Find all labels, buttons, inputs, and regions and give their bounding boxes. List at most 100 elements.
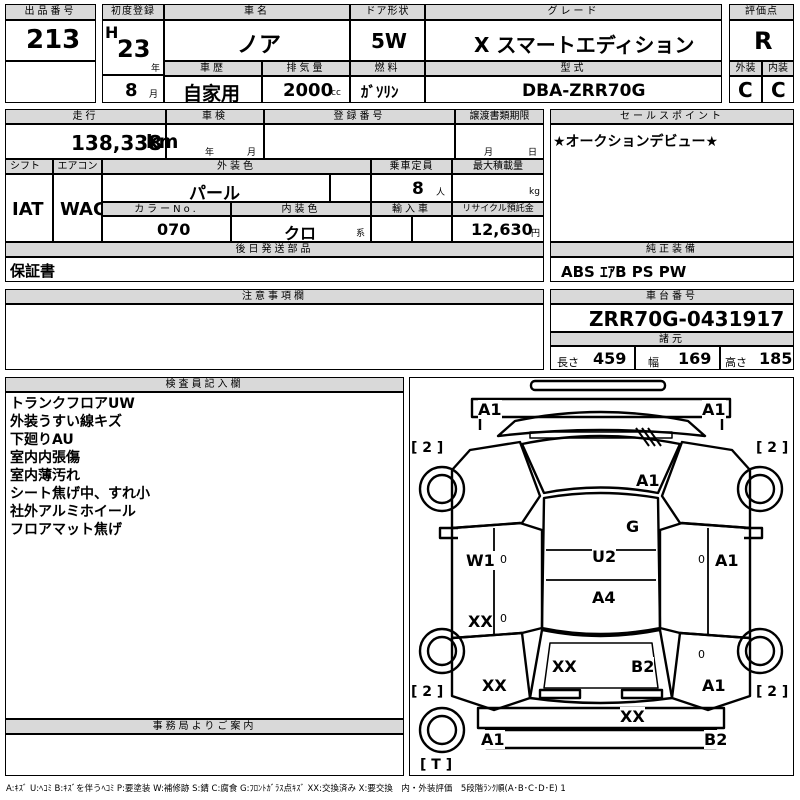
import-box-b xyxy=(412,216,452,242)
first-reg-label: 初度登録 xyxy=(102,4,164,20)
height-label: 高さ xyxy=(725,356,747,369)
damage-mark: A1 xyxy=(636,471,660,490)
sales-point-label: セールスポイント xyxy=(550,109,794,124)
score-box: R xyxy=(729,20,794,61)
office-box xyxy=(5,734,404,776)
model-label: 型式 xyxy=(425,61,722,76)
shift-box: IAT xyxy=(5,174,53,242)
capacity-box: 8 人 xyxy=(371,174,452,202)
max-load-label: 最大積載量 xyxy=(452,159,544,174)
damage-mark: W1 xyxy=(466,551,495,570)
kg-unit: kg xyxy=(529,187,540,197)
damage-mark: A1 xyxy=(702,676,726,695)
genuine-equip-box: ABS ｴｱB PS PW xyxy=(550,257,794,282)
transfer-deadline-label: 譲渡書類期限 xyxy=(455,109,544,124)
later-parts-value: 保証書 xyxy=(10,262,56,280)
inspection-box: 年 月 xyxy=(166,124,264,159)
chassis-no-label: 車台番号 xyxy=(550,289,794,304)
ext-color-label: 外装色 xyxy=(102,159,371,174)
capacity-label: 乗車定員 xyxy=(371,159,452,174)
displacement-label: 排気量 xyxy=(262,61,350,76)
tire-label: [ T ] xyxy=(420,757,453,773)
damage-mark: A1 xyxy=(481,730,505,749)
sales-point-value: ★オークションデビュー★ xyxy=(553,134,719,150)
capacity-value: 8 xyxy=(412,179,424,199)
damage-mark: XX xyxy=(552,657,577,676)
mileage-label: 走行 xyxy=(5,109,166,124)
damage-mark: B2 xyxy=(631,657,655,676)
inspection-month-unit: 月 xyxy=(247,148,257,158)
exterior-value: C xyxy=(738,78,753,102)
inspector-note: 室内内張傷 xyxy=(10,450,80,466)
interior-label: 内装 xyxy=(762,61,794,76)
small-mark: 0 xyxy=(500,612,507,625)
cc-unit: cc xyxy=(331,88,341,98)
recycle-box: 12,630 円 xyxy=(452,216,544,242)
first-reg-month-box: 8 月 xyxy=(102,75,164,103)
door-label: ドア形状 xyxy=(350,4,425,20)
lot-no-value: 213 xyxy=(26,25,81,55)
inspector-label: 検査員記入欄 xyxy=(5,377,404,392)
genuine-equip-label: 純正装備 xyxy=(550,242,794,257)
score-value: R xyxy=(754,27,773,55)
grade-box: X スマートエディション xyxy=(425,20,722,61)
ext-color-extra xyxy=(330,174,371,202)
int-color-label: 内装色 xyxy=(231,202,371,216)
car-name-box: ノア xyxy=(164,20,350,61)
exterior-label: 外装 xyxy=(729,61,762,76)
mileage-value: 138,338 xyxy=(71,131,163,155)
color-no-box: 070 xyxy=(102,216,231,242)
reg-no-label: 登録番号 xyxy=(264,109,455,124)
exterior-box: C xyxy=(729,76,762,103)
import-label: 輸入車 xyxy=(371,202,452,216)
first-reg-month-value: 8 xyxy=(125,80,138,101)
damage-mark: A4 xyxy=(592,588,616,607)
year-unit: 年 xyxy=(151,64,161,74)
inspector-note: 下廻りAU xyxy=(10,432,74,448)
tire-label: [ 2 ] xyxy=(756,440,789,456)
specs-label: 諸元 xyxy=(550,332,794,346)
tire-label: [ 2 ] xyxy=(756,684,789,700)
first-reg-box: H 23 年 xyxy=(102,20,164,75)
width-box: 幅 169 xyxy=(635,346,720,370)
transfer-deadline-box: 月 日 xyxy=(455,124,544,159)
length-value: 459 xyxy=(593,349,627,368)
yen-unit: 円 xyxy=(531,229,541,239)
small-mark: 0 xyxy=(698,648,705,661)
inspector-notes-list: トランクフロアUW 外装うすい線キズ 下廻りAU 室内内張傷 室内薄汚れ シート… xyxy=(10,395,150,539)
height-box: 高さ 185 xyxy=(720,346,794,370)
door-value: 5W xyxy=(371,29,407,53)
import-box-a xyxy=(371,216,412,242)
fuel-value: ｶﾞｿﾘﾝ xyxy=(361,83,399,101)
car-name-value: ノア xyxy=(237,33,282,58)
width-value: 169 xyxy=(678,349,712,368)
inspector-note: トランクフロアUW xyxy=(10,396,135,412)
length-box: 長さ 459 xyxy=(550,346,635,370)
inspector-box: トランクフロアUW 外装うすい線キズ 下廻りAU 室内内張傷 室内薄汚れ シート… xyxy=(5,392,404,719)
interior-box: C xyxy=(762,76,794,103)
tire-label: [ 2 ] xyxy=(411,684,444,700)
sales-point-box: ★オークションデビュー★ xyxy=(550,124,794,242)
first-reg-year-value: 23 xyxy=(117,35,151,63)
fuel-box: ｶﾞｿﾘﾝ xyxy=(350,76,425,103)
office-label: 事務局よりご案内 xyxy=(5,719,404,734)
recycle-label: リサイクル預託金 xyxy=(452,202,544,216)
shift-label: シフト xyxy=(5,159,53,174)
later-parts-box: 保証書 xyxy=(5,257,544,282)
history-box: 自家用 xyxy=(164,76,262,105)
era-value: H xyxy=(105,23,119,42)
displacement-value: 2000 xyxy=(283,80,334,101)
legend: A:ｷｽﾞ U:ﾍｺﾐ B:ｷｽﾞを伴うﾍｺﾐ P:要塗装 W:補修跡 S:錆 … xyxy=(6,784,566,794)
color-no-value: 070 xyxy=(157,220,191,239)
chassis-no-value: ZRR70G-0431917 xyxy=(589,307,785,331)
month-unit: 月 xyxy=(149,90,159,100)
grade-value: X スマートエディション xyxy=(474,33,695,57)
inspector-note: 社外アルミホイール xyxy=(10,504,136,520)
km-unit: km xyxy=(146,131,179,153)
inspector-note: 室内薄汚れ xyxy=(10,468,80,484)
damage-mark: G xyxy=(626,517,640,536)
color-no-label: カラーNo. xyxy=(102,202,231,216)
chassis-no-box: ZRR70G-0431917 xyxy=(550,304,794,332)
reg-no-box xyxy=(264,124,455,159)
tire-label: [ 2 ] xyxy=(411,440,444,456)
